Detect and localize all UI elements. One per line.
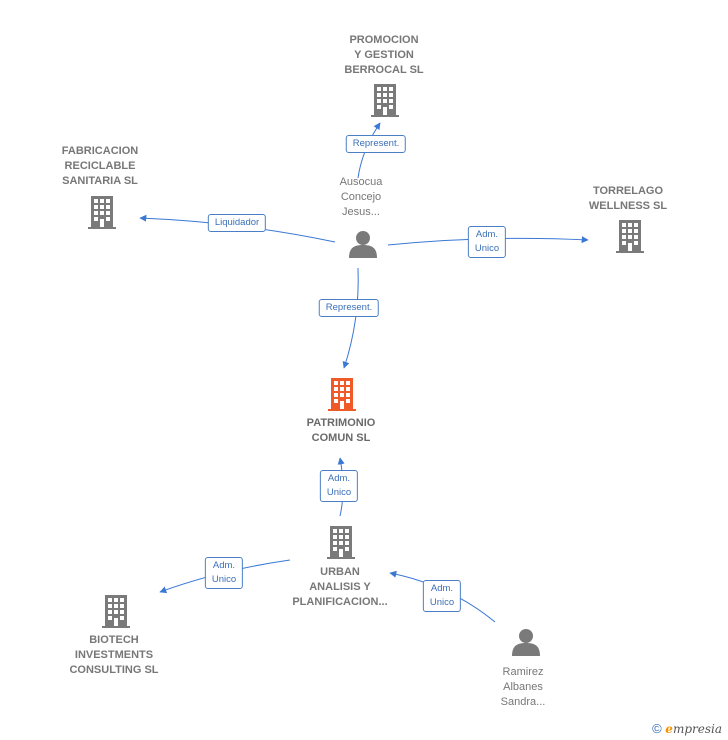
badge-line: Adm.	[327, 473, 351, 484]
label-line: Albanes	[503, 681, 543, 693]
label-line: CONSULTING SL	[69, 664, 159, 676]
footer-brand[interactable]: © empresia	[652, 721, 722, 736]
label-line: PROMOCION	[349, 34, 419, 46]
label-line: INVESTMENTS	[74, 649, 154, 661]
label-line: ANALISIS Y	[309, 581, 371, 593]
badge-line: Unico	[326, 487, 352, 498]
label-line: FABRICACION	[61, 145, 139, 157]
badge-line: Adm.	[430, 583, 454, 594]
badge-line: Represent.	[325, 302, 373, 313]
node-label-urban[interactable]: URBAN ANALISIS Y PLANIFICACION...	[292, 565, 387, 610]
badge-line: Adm.	[212, 560, 236, 571]
label-line: Jesus...	[342, 206, 380, 218]
label-line: TORRELAGO	[592, 185, 664, 197]
label-line: Y GESTION	[354, 49, 414, 61]
brand-logo-e: e	[665, 722, 673, 736]
badge-line: Unico	[474, 243, 500, 254]
node-label-patrimonio[interactable]: PATRIMONIO COMUN SL	[307, 416, 376, 446]
node-label-ramirez[interactable]: Ramirez Albanes Sandra...	[501, 665, 546, 710]
person-icon-ausocua[interactable]	[349, 231, 377, 258]
brand-logo-text: mpresia	[672, 722, 722, 736]
label-line: Ramirez	[502, 666, 544, 678]
edge-badge-adm-unico-torrelago[interactable]: Adm. Unico	[467, 226, 507, 258]
copyright-icon: ©	[652, 721, 662, 736]
building-icon-promocion[interactable]	[371, 84, 399, 117]
label-line: SANITARIA SL	[62, 175, 138, 187]
label-line: URBAN	[320, 566, 360, 578]
edge-badge-adm-unico-patrimonio[interactable]: Adm. Unico	[319, 470, 359, 502]
edge-badge-represent-promocion[interactable]: Represent.	[345, 135, 407, 153]
node-label-biotech[interactable]: BIOTECH INVESTMENTS CONSULTING SL	[69, 633, 158, 678]
brand-logo: empresia	[665, 722, 722, 736]
label-line: RECICLABLE	[64, 160, 136, 172]
label-line: Ausocua	[339, 176, 383, 188]
person-icon-ramirez[interactable]	[512, 629, 540, 656]
node-label-fabricacion[interactable]: FABRICACION RECICLABLE SANITARIA SL	[62, 144, 138, 189]
building-icon-urban[interactable]	[327, 526, 355, 559]
building-icon-biotech[interactable]	[102, 595, 130, 628]
edge-badge-adm-unico-biotech[interactable]: Adm. Unico	[204, 557, 244, 589]
badge-line: Unico	[211, 574, 237, 585]
edge-badge-represent-patrimonio[interactable]: Represent.	[318, 299, 380, 317]
label-line: WELLNESS SL	[588, 200, 668, 212]
node-label-torrelago[interactable]: TORRELAGO WELLNESS SL	[589, 184, 667, 214]
badge-line: Represent.	[352, 138, 400, 149]
badge-line: Liquidador	[214, 217, 260, 228]
label-line: PATRIMONIO	[306, 417, 376, 429]
label-line: COMUN SL	[311, 432, 371, 444]
label-line: BIOTECH	[89, 634, 139, 646]
building-icon-torrelago[interactable]	[616, 220, 644, 253]
label-line: Concejo	[340, 191, 382, 203]
badge-line: Adm.	[475, 229, 499, 240]
edge-ausocua-patrimonio	[342, 267, 359, 369]
label-line: PLANIFICACION...	[292, 596, 388, 608]
node-label-promocion[interactable]: PROMOCION Y GESTION BERROCAL SL	[344, 33, 423, 78]
label-line: Sandra...	[500, 696, 546, 708]
building-icon-patrimonio[interactable]	[328, 378, 356, 411]
building-icon-fabricacion[interactable]	[88, 196, 116, 229]
edge-badge-adm-unico-urban[interactable]: Adm. Unico	[422, 580, 462, 612]
badge-line: Unico	[429, 597, 455, 608]
node-label-ausocua[interactable]: Ausocua Concejo Jesus...	[340, 175, 383, 220]
edge-badge-liquidador[interactable]: Liquidador	[207, 214, 267, 232]
label-line: BERROCAL SL	[344, 64, 424, 76]
